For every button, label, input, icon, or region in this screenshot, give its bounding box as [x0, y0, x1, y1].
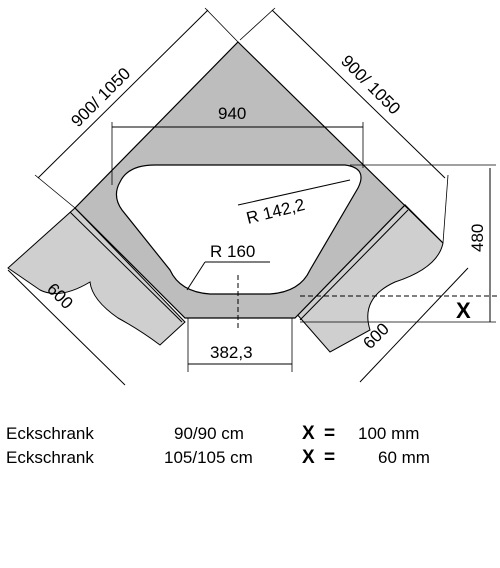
radius-small-leader [186, 261, 206, 291]
spec-1-x: X [302, 423, 315, 444]
spec-2-size: 105/105 cm [164, 448, 253, 467]
left-cabinet-wall [7, 207, 186, 346]
ext-top-right-a [239, 7, 276, 41]
radius-large-leader [237, 179, 351, 206]
dim-line-top-left [37, 9, 209, 179]
spec-row-2: Eckschrank 105/105 cm X = 60 mm [6, 447, 496, 470]
ext-top-left-b [34, 174, 76, 209]
dim-top-left-label: 900/ 1050 [67, 64, 134, 131]
radius-small-label: R 160 [210, 242, 255, 261]
ext-top-left-a [204, 7, 239, 43]
dim-line-left-600 [7, 269, 126, 386]
dim-480-label: 480 [468, 224, 487, 252]
spec-2-label: Eckschrank [6, 448, 94, 467]
spec-1-size: 90/90 cm [174, 424, 244, 443]
spec-1-value: 100 mm [358, 424, 420, 443]
x-marker-label: X [456, 298, 471, 323]
dim-382-label: 382,3 [210, 343, 253, 362]
sink-bowl [115, 164, 362, 295]
dim-line-right-600 [359, 267, 469, 383]
spec-1-label: Eckschrank [6, 424, 94, 443]
spec-2-value: 60 mm [378, 448, 430, 467]
spec-1-eq: = [324, 423, 336, 444]
right-cabinet-wall [294, 204, 444, 353]
spec-row-1: Eckschrank 90/90 cm X = 100 mm [6, 423, 496, 446]
right-strip-line [299, 209, 409, 321]
spec-2-eq: = [324, 447, 336, 468]
dim-top-right-label: 900/ 1050 [337, 51, 404, 118]
dim-line-top-right [271, 9, 446, 179]
left-strip-line [69, 211, 183, 323]
corner-sink-drawing: 900/ 1050 900/ 1050 940 R 142,2 R 160 48… [7, 7, 498, 386]
dim-940-label: 940 [218, 104, 246, 123]
ext-top-right-b [442, 174, 449, 244]
spec-2-x: X [302, 447, 315, 468]
